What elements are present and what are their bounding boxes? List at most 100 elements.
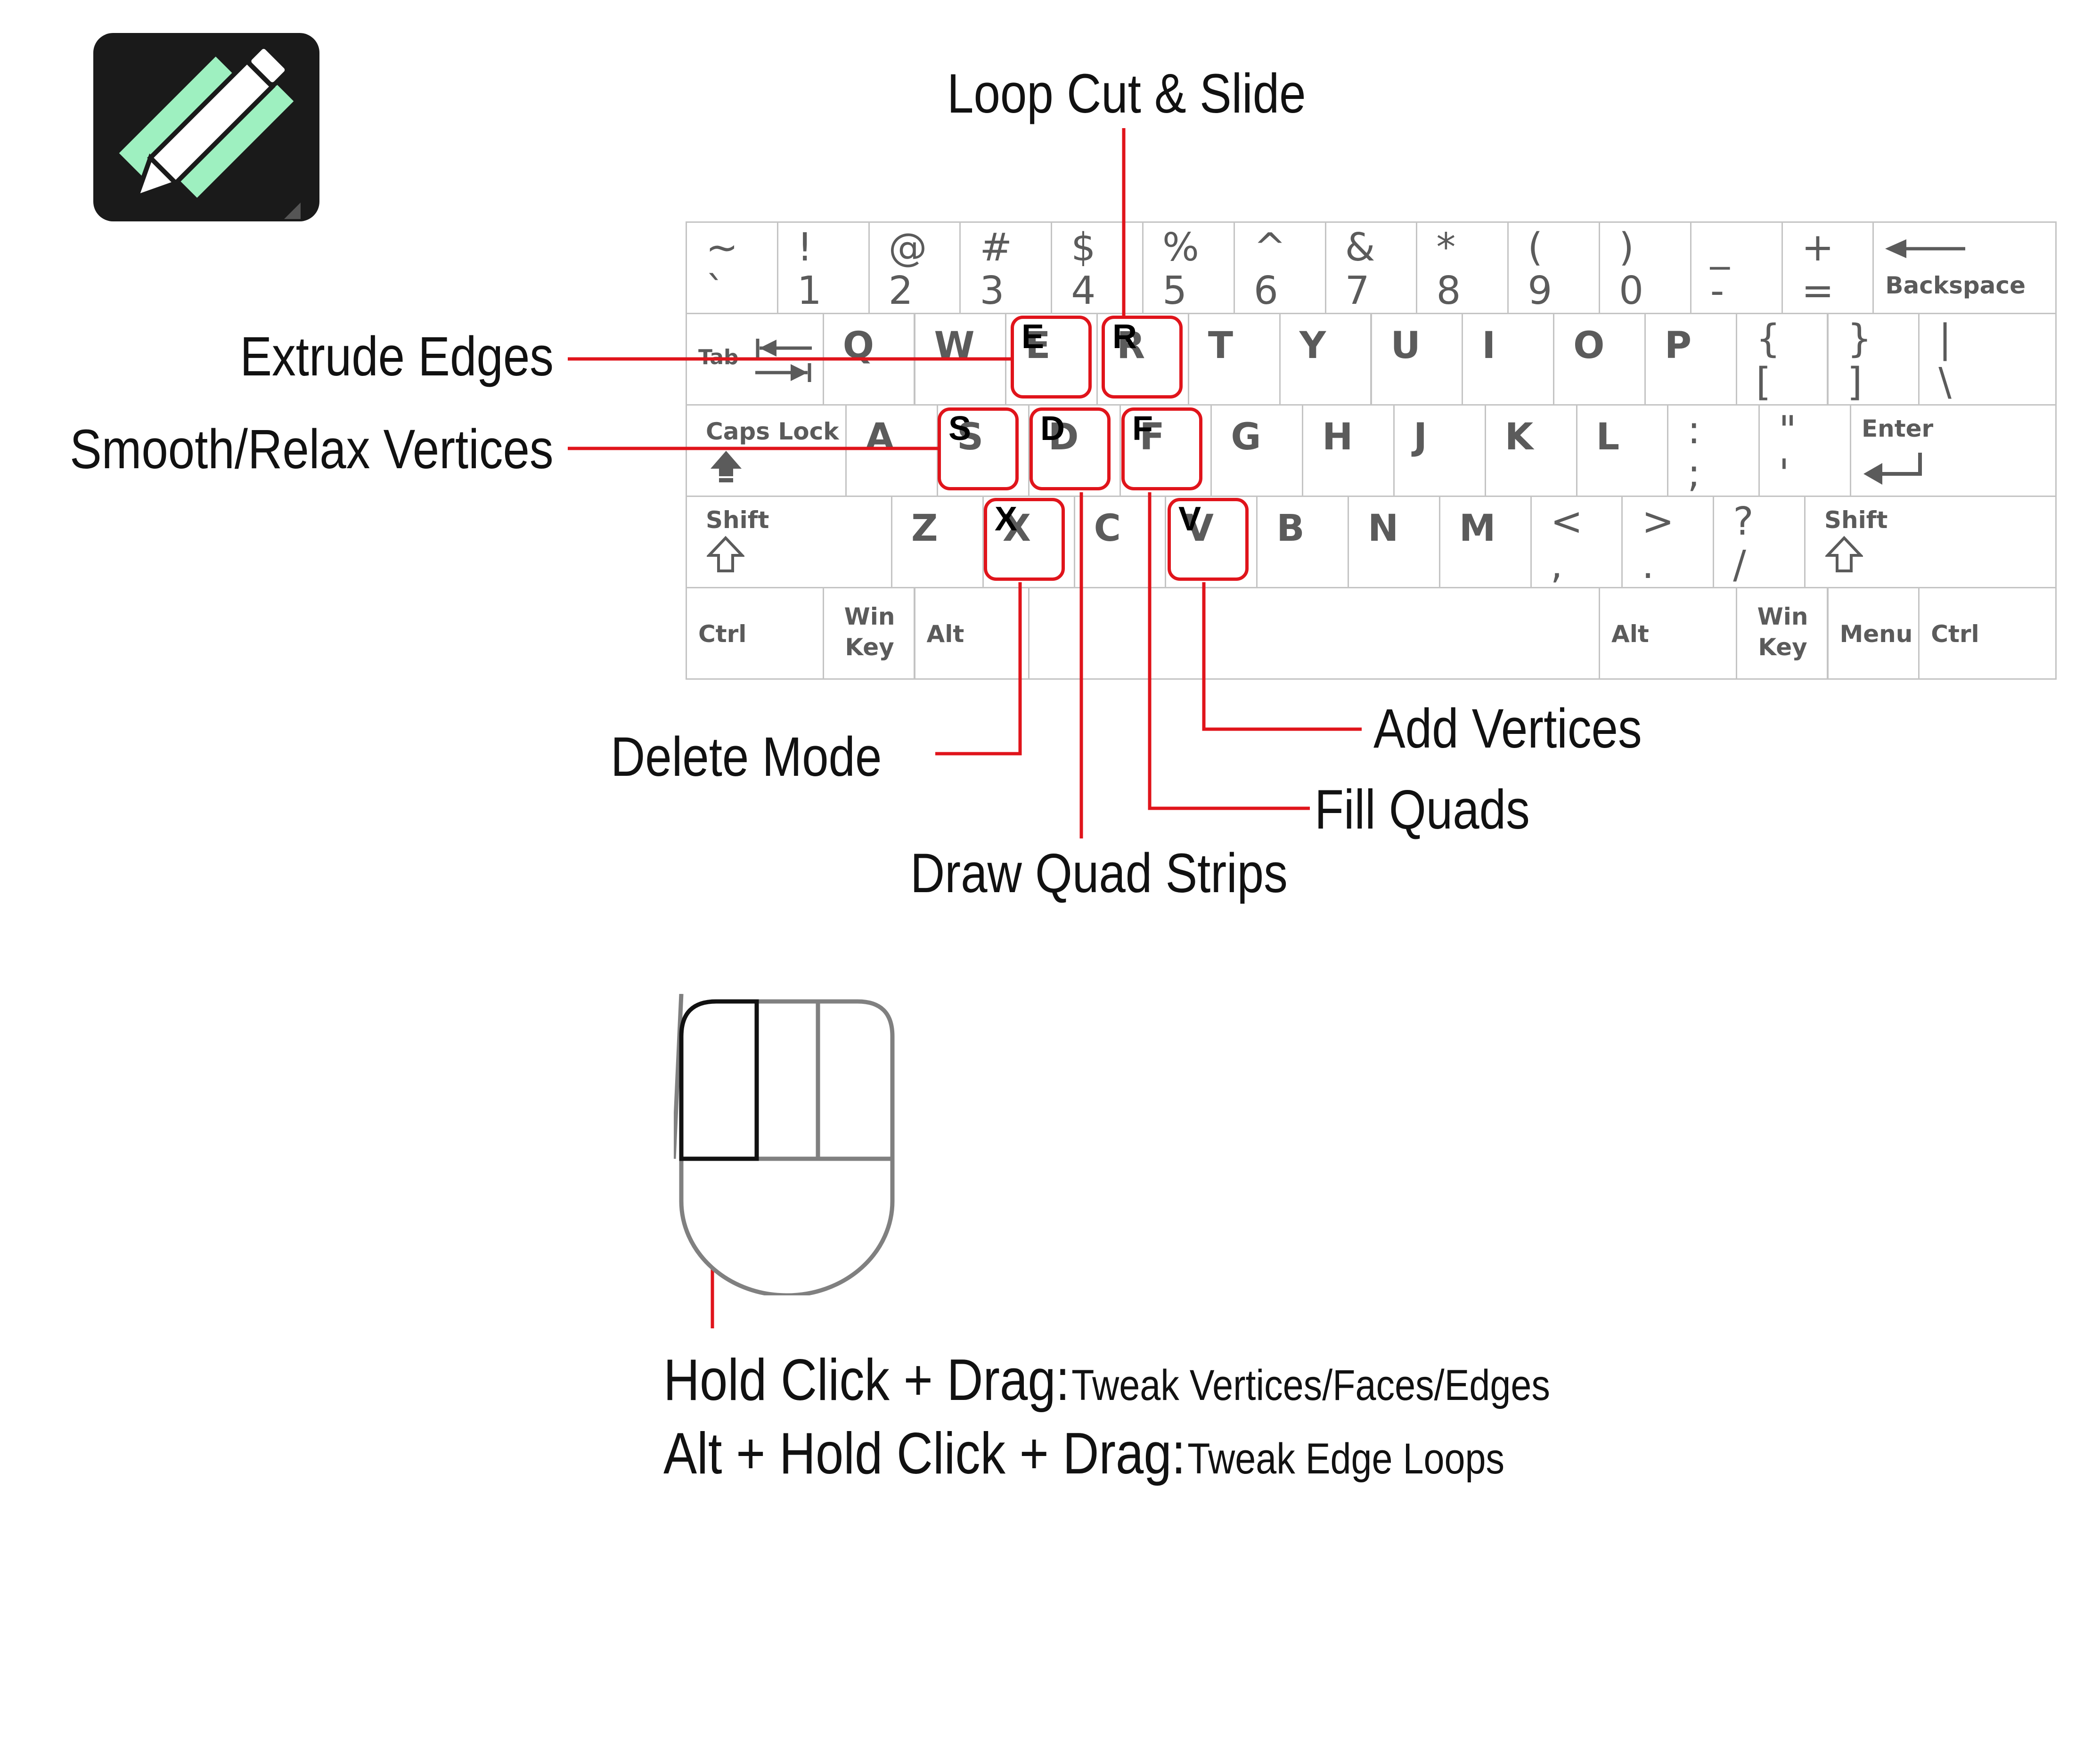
- highlight-key-label: D: [1040, 410, 1065, 447]
- key-label: W: [934, 325, 975, 367]
- key-tilde: ~`: [686, 221, 778, 314]
- key-k: K: [1484, 404, 1577, 497]
- pencil-icon: [93, 33, 319, 221]
- mouse-action-1: Hold Click + Drag: Tweak Vertices/Faces/…: [663, 1351, 1550, 1409]
- key-m: M: [1438, 496, 1532, 588]
- key-label: 6: [1253, 268, 1278, 313]
- key-label: I: [1482, 325, 1496, 367]
- key-c: C: [1073, 496, 1167, 588]
- key-label: X: [1002, 507, 1031, 550]
- key-i: I: [1462, 313, 1555, 406]
- mouse-diagram: [674, 994, 900, 1295]
- key-rctrl: Ctrl: [1918, 587, 2057, 680]
- mouse-action-1-desc: Tweak Vertices/Faces/Edges: [1071, 1361, 1550, 1409]
- key-shift-label: ): [1619, 225, 1634, 270]
- key-label: -: [1710, 268, 1724, 313]
- key-label: S: [956, 416, 984, 458]
- key-label: H: [1322, 416, 1353, 458]
- callout-delete: Delete Mode: [611, 726, 882, 788]
- highlight-key-d: D: [1030, 407, 1111, 490]
- key-shift-label: ^: [1253, 225, 1286, 270]
- key-label: B: [1276, 507, 1305, 550]
- key-tab: Tab: [686, 313, 824, 406]
- mouse-action-2-key: Alt + Hold Click + Drag:: [663, 1421, 1186, 1486]
- highlight-key-label: S: [948, 410, 972, 447]
- key-label: Q: [842, 325, 874, 367]
- mouse-left-button-icon: [674, 994, 895, 1295]
- key-label: E: [1025, 325, 1051, 367]
- callout-smooth: Smooth/Relax Vertices: [70, 418, 554, 480]
- key-lalt: Alt: [914, 587, 1030, 680]
- highlight-key-v: V: [1168, 498, 1249, 581]
- key-word-label: Ctrl: [1931, 620, 1979, 648]
- key-minus: _-: [1690, 221, 1783, 314]
- key-shift-label: ": [1779, 408, 1797, 453]
- highlight-key-e: E: [1011, 316, 1092, 399]
- key-label: U: [1390, 325, 1421, 367]
- key-shift-label: *: [1436, 225, 1456, 270]
- key-label: G: [1231, 416, 1261, 458]
- key-word-label: Alt: [926, 620, 964, 648]
- key-shift-label: !: [797, 225, 813, 270]
- mouse-action-1-key: Hold Click + Drag:: [663, 1348, 1070, 1413]
- key-shift-label: <: [1550, 499, 1583, 544]
- highlight-key-label: V: [1178, 500, 1201, 538]
- key-label: .: [1642, 543, 1654, 587]
- key-n: N: [1348, 496, 1440, 588]
- callout-extrude: Extrude Edges: [240, 325, 554, 388]
- key-label: 9: [1528, 268, 1553, 313]
- key-comma: <,: [1530, 496, 1623, 588]
- key-label: R: [1117, 325, 1145, 367]
- key-8: *8: [1416, 221, 1509, 314]
- highlight-key-x: X: [984, 498, 1065, 581]
- key-3: #3: [959, 221, 1053, 314]
- key-z: Z: [891, 496, 984, 588]
- key-label: L: [1596, 416, 1620, 458]
- key-2: @2: [868, 221, 961, 314]
- key-4: $4: [1051, 221, 1144, 314]
- key-menu: Menu: [1827, 587, 1920, 680]
- callout-fill-quads: Fill Quads: [1315, 779, 1530, 841]
- key-label: Y: [1299, 325, 1326, 367]
- key-word-label: Shift: [706, 506, 769, 534]
- key-shift-label: $: [1071, 225, 1096, 270]
- key-j: J: [1393, 404, 1486, 497]
- key-lshift: Shift: [686, 496, 893, 588]
- key-l: L: [1576, 404, 1669, 497]
- key-shift-label: &: [1345, 225, 1375, 270]
- key-w: W: [914, 313, 1007, 406]
- key-label: C: [1094, 507, 1121, 550]
- key-equals: +=: [1781, 221, 1874, 314]
- key-semicolon: :;: [1667, 404, 1760, 497]
- key-g: G: [1210, 404, 1304, 497]
- key-word-label: Menu: [1839, 620, 1913, 648]
- key-1: !1: [776, 221, 870, 314]
- key-label: M: [1459, 507, 1496, 550]
- key-label: A: [866, 416, 894, 458]
- key-word-label: Tab: [698, 345, 739, 369]
- key-label: F: [1139, 416, 1165, 458]
- key-quote: "': [1758, 404, 1851, 497]
- key-label: Z: [911, 507, 938, 550]
- key-label: 8: [1436, 268, 1461, 313]
- key-rbrace: }]: [1827, 313, 1920, 406]
- key-shift-label: _: [1710, 225, 1730, 270]
- key-shift-label: (: [1528, 225, 1543, 270]
- key-7: &7: [1324, 221, 1418, 314]
- key-shift-label: #: [980, 225, 1013, 270]
- key-caps: Caps Lock: [686, 404, 847, 497]
- highlight-key-label: X: [995, 500, 1018, 538]
- key-label: K: [1504, 416, 1534, 458]
- key-label: ,: [1550, 543, 1563, 587]
- tool-logo: [93, 33, 319, 221]
- key-word-label: Shift: [1824, 506, 1888, 534]
- key-label: 0: [1619, 268, 1644, 313]
- key-h: H: [1302, 404, 1395, 497]
- key-q: Q: [822, 313, 915, 406]
- key-5: %5: [1142, 221, 1235, 314]
- highlight-key-label: E: [1021, 318, 1045, 356]
